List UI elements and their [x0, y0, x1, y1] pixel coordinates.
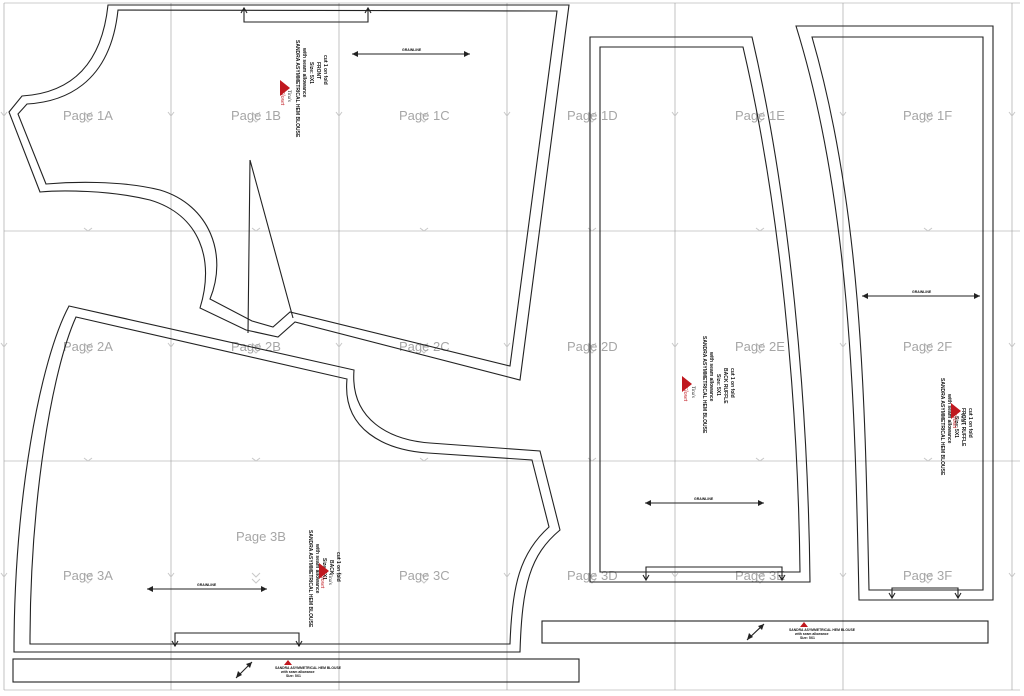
pattern-name: SANDRA ASYMMETRICAL HEM BLOUSE: [939, 378, 945, 476]
back-seam-line: [29, 316, 550, 645]
brand-logo: Tina's Closet: [682, 376, 695, 402]
cut-instruction: cut 1 on fold: [335, 552, 341, 582]
cut-instruction: cut 1 on fold: [322, 55, 328, 85]
seam-allowance: with seam allowance: [314, 543, 320, 594]
page-label: Page 3A: [63, 568, 113, 583]
size-label: Size: 5X1: [715, 374, 721, 396]
svg-text:Tina's: Tina's: [959, 413, 964, 425]
brand-logo: Tina's Closet: [279, 80, 291, 106]
page-label: Page 2A: [63, 339, 113, 354]
back-ruffle-seam-line: [599, 46, 801, 573]
seam-allowance: with seam allowance: [946, 393, 952, 444]
page-label: Page 3D: [567, 568, 618, 583]
svg-text:Closet: Closet: [682, 386, 688, 402]
svg-text:Closet: Closet: [319, 573, 325, 589]
page-label: Page 2E: [735, 339, 785, 354]
grainline-label: GRAINLINE: [402, 48, 422, 52]
page-label: Page 2D: [567, 339, 618, 354]
page-label: Page 1D: [567, 108, 618, 123]
page-label: Page 1E: [735, 108, 785, 123]
page-grid: [3, 2, 1020, 691]
size-label: Size: 5X1: [953, 416, 959, 438]
fold-bracket: [645, 566, 783, 580]
seam-allowance: with seam allowance: [301, 47, 307, 98]
cut-instruction: cut 1 on fold: [967, 408, 973, 438]
svg-text:SANDRA ASYMMETRICAL HEM BLOUSE: SANDRA ASYMMETRICAL HEM BLOUSE: [275, 666, 342, 670]
back-cut-line: [13, 305, 561, 653]
page-label: Page 3F: [903, 568, 952, 583]
page-label: Page 3C: [399, 568, 450, 583]
grainline-arrow: GRAINLINE: [645, 497, 764, 506]
page-label: Page 1C: [399, 108, 450, 123]
binding-strip-right: SANDRA ASYMMETRICAL HEM BLOUSE with seam…: [541, 620, 989, 644]
grainline-label: GRAINLINE: [912, 290, 932, 294]
back-piece: GRAINLINE SANDRA ASYMMETRICAL HEM BLOUSE…: [13, 305, 561, 653]
back-ruffle-piece: GRAINLINE SANDRA ASYMMETRICAL HEM BLOUSE…: [589, 36, 811, 583]
strip-info: SANDRA ASYMMETRICAL HEM BLOUSE with seam…: [275, 660, 342, 678]
fold-bracket: [891, 587, 959, 598]
size-label: Size: 5X1: [308, 62, 314, 84]
grainline-label: GRAINLINE: [694, 497, 714, 501]
page-label: Page 1A: [63, 108, 113, 123]
binding-strip-left: SANDRA ASYMMETRICAL HEM BLOUSE with seam…: [12, 658, 580, 683]
grainline-arrow: GRAINLINE: [862, 290, 980, 299]
front-ruffle-seam-line: [811, 36, 984, 591]
page-label: Page 1F: [903, 108, 952, 123]
cut-instruction: cut 1 on fold: [729, 368, 735, 398]
strip-info: SANDRA ASYMMETRICAL HEM BLOUSE with seam…: [789, 622, 856, 640]
grainline-arrow: GRAINLINE: [147, 583, 267, 592]
front-ruffle-info: SANDRA ASYMMETRICAL HEM BLOUSE with seam…: [939, 378, 973, 476]
svg-text:Tina's: Tina's: [327, 573, 332, 585]
seam-allowance: with seam allowance: [708, 351, 714, 402]
fold-arrows: [888, 592, 962, 600]
back-ruffle-info: SANDRA ASYMMETRICAL HEM BLOUSE with seam…: [701, 336, 735, 434]
front-ruffle-cut-line: [795, 25, 994, 601]
pattern-name: SANDRA ASYMMETRICAL HEM BLOUSE: [294, 40, 300, 138]
grainline-label: GRAINLINE: [197, 583, 217, 587]
page-label: Page 2F: [903, 339, 952, 354]
page-label: Page 3E: [735, 568, 785, 583]
front-cut-line: [8, 4, 570, 381]
svg-text:Tina's: Tina's: [690, 386, 695, 398]
svg-text:Closet: Closet: [279, 90, 285, 106]
fold-arrows: [171, 640, 303, 648]
alignment-marks: [0, 111, 1016, 584]
page-label: Page 3B: [236, 529, 286, 544]
back-ruffle-cut-line: [589, 36, 811, 583]
front-ruffle-piece: GRAINLINE SANDRA ASYMMETRICAL HEM BLOUSE…: [795, 25, 994, 601]
page-label: Page 2C: [399, 339, 450, 354]
front-seam-line: [17, 9, 558, 367]
grainline-arrow: [235, 661, 253, 679]
fold-arrows: [642, 574, 786, 582]
pattern-name: SANDRA ASYMMETRICAL HEM BLOUSE: [701, 336, 707, 434]
piece-name: BACK RUFFLE: [722, 368, 728, 404]
svg-text:Closet: Closet: [951, 413, 957, 429]
piece-name: BACK: [328, 560, 334, 575]
front-piece: GRAINLINE SANDRA ASYMMETRICAL HEM BLOUSE…: [8, 4, 570, 381]
fold-arrows: [240, 6, 372, 14]
fold-bracket: [243, 8, 369, 23]
front-dart: [247, 159, 294, 334]
piece-name: FRONT: [315, 62, 321, 79]
svg-text:with seam allowance: with seam allowance: [280, 670, 315, 674]
svg-text:Size: 5X1: Size: 5X1: [286, 674, 301, 678]
svg-text:Size: 5X1: Size: 5X1: [800, 636, 815, 640]
brand-logo: Tina's Closet: [319, 563, 332, 589]
pattern-name: SANDRA ASYMMETRICAL HEM BLOUSE: [307, 530, 313, 628]
svg-text:with seam allowance: with seam allowance: [794, 632, 829, 636]
svg-text:SANDRA ASYMMETRICAL HEM BLOUSE: SANDRA ASYMMETRICAL HEM BLOUSE: [789, 628, 856, 632]
front-piece-info: SANDRA ASYMMETRICAL HEM BLOUSE with seam…: [294, 40, 328, 138]
page-label: Page 1B: [231, 108, 281, 123]
grainline-arrow: [746, 623, 765, 641]
svg-text:Tina's: Tina's: [286, 90, 291, 102]
brand-logo: Tina's Closet: [951, 403, 964, 429]
grainline-arrow: GRAINLINE: [352, 48, 470, 57]
page-labels: Page 1A Page 1B Page 1C Page 1D Page 1E …: [63, 108, 952, 583]
fold-bracket: [174, 632, 300, 646]
piece-name: FRONT RUFFLE: [960, 408, 966, 447]
